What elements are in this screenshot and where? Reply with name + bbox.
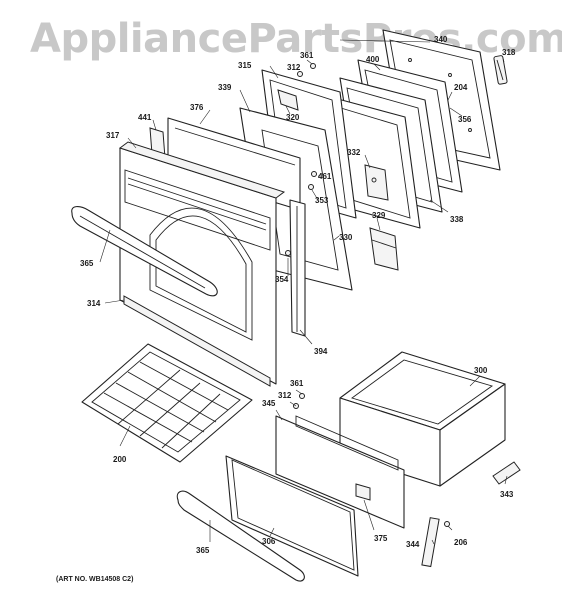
- callout-343: 343: [500, 490, 514, 499]
- callout-317: 317: [106, 131, 120, 140]
- screw-361-lower: [299, 393, 305, 399]
- callout-312-lower: 312: [278, 391, 292, 400]
- callout-306: 306: [262, 537, 276, 546]
- callout-361-lower: 361: [290, 379, 304, 388]
- drawer-panel-306: [225, 455, 359, 577]
- callout-344: 344: [406, 540, 420, 549]
- gasket-318: [493, 55, 508, 85]
- door-trim-314: [123, 295, 271, 387]
- callout-356: 356: [458, 115, 472, 124]
- callout-315: 315: [238, 61, 252, 70]
- screw-461: [311, 171, 317, 177]
- callout-332: 332: [347, 148, 361, 157]
- oven-rack-200: [81, 343, 253, 463]
- callout-200: 200: [113, 455, 127, 464]
- callout-318: 318: [502, 48, 516, 57]
- drawer-glide-343: [492, 461, 521, 485]
- callout-345: 345: [262, 399, 276, 408]
- outer-door-317: [118, 141, 286, 385]
- callout-206: 206: [454, 538, 468, 547]
- callout-361: 361: [300, 51, 314, 60]
- callout-314: 314: [87, 299, 101, 308]
- channel-394: [289, 199, 306, 337]
- drawer-handle-365: [176, 490, 305, 582]
- screw-354: [285, 250, 291, 256]
- screw-312: [297, 71, 303, 77]
- callout-300: 300: [474, 366, 488, 375]
- hinge-bracket-329: [369, 227, 399, 271]
- callout-375: 375: [374, 534, 388, 543]
- callout-339: 339: [218, 83, 232, 92]
- hinge-assembly-332: [364, 164, 389, 201]
- watermark-text: AppliancePartsPros.com: [30, 16, 562, 62]
- drawer-300: [339, 351, 506, 487]
- callout-330: 330: [339, 233, 353, 242]
- callout-340: 340: [434, 35, 448, 44]
- callout-354: 354: [275, 275, 289, 284]
- callout-312: 312: [287, 63, 301, 72]
- leader-lines: [99, 39, 508, 545]
- callout-441: 441: [138, 113, 152, 122]
- door-handle-365: [71, 206, 218, 297]
- callout-365-bottom: 365: [196, 546, 210, 555]
- callout-labels: 340 318 361 400 315 312 204 356 339 320 …: [80, 35, 516, 555]
- callout-338: 338: [450, 215, 464, 224]
- callout-365-top: 365: [80, 259, 94, 268]
- callout-353: 353: [315, 196, 329, 205]
- callout-461: 461: [318, 172, 332, 181]
- callout-329: 329: [372, 211, 386, 220]
- callout-376: 376: [190, 103, 204, 112]
- screw-361: [310, 63, 316, 69]
- callout-204: 204: [454, 83, 468, 92]
- art-number: (ART NO. WB14508 C2): [56, 576, 133, 583]
- callout-394: 394: [314, 347, 328, 356]
- callout-400: 400: [366, 55, 380, 64]
- drawer-slide-344: [421, 517, 440, 568]
- screw-353: [308, 184, 314, 190]
- screw-206: [444, 521, 450, 527]
- drawer-front-345: [275, 415, 405, 529]
- callout-320: 320: [286, 113, 300, 122]
